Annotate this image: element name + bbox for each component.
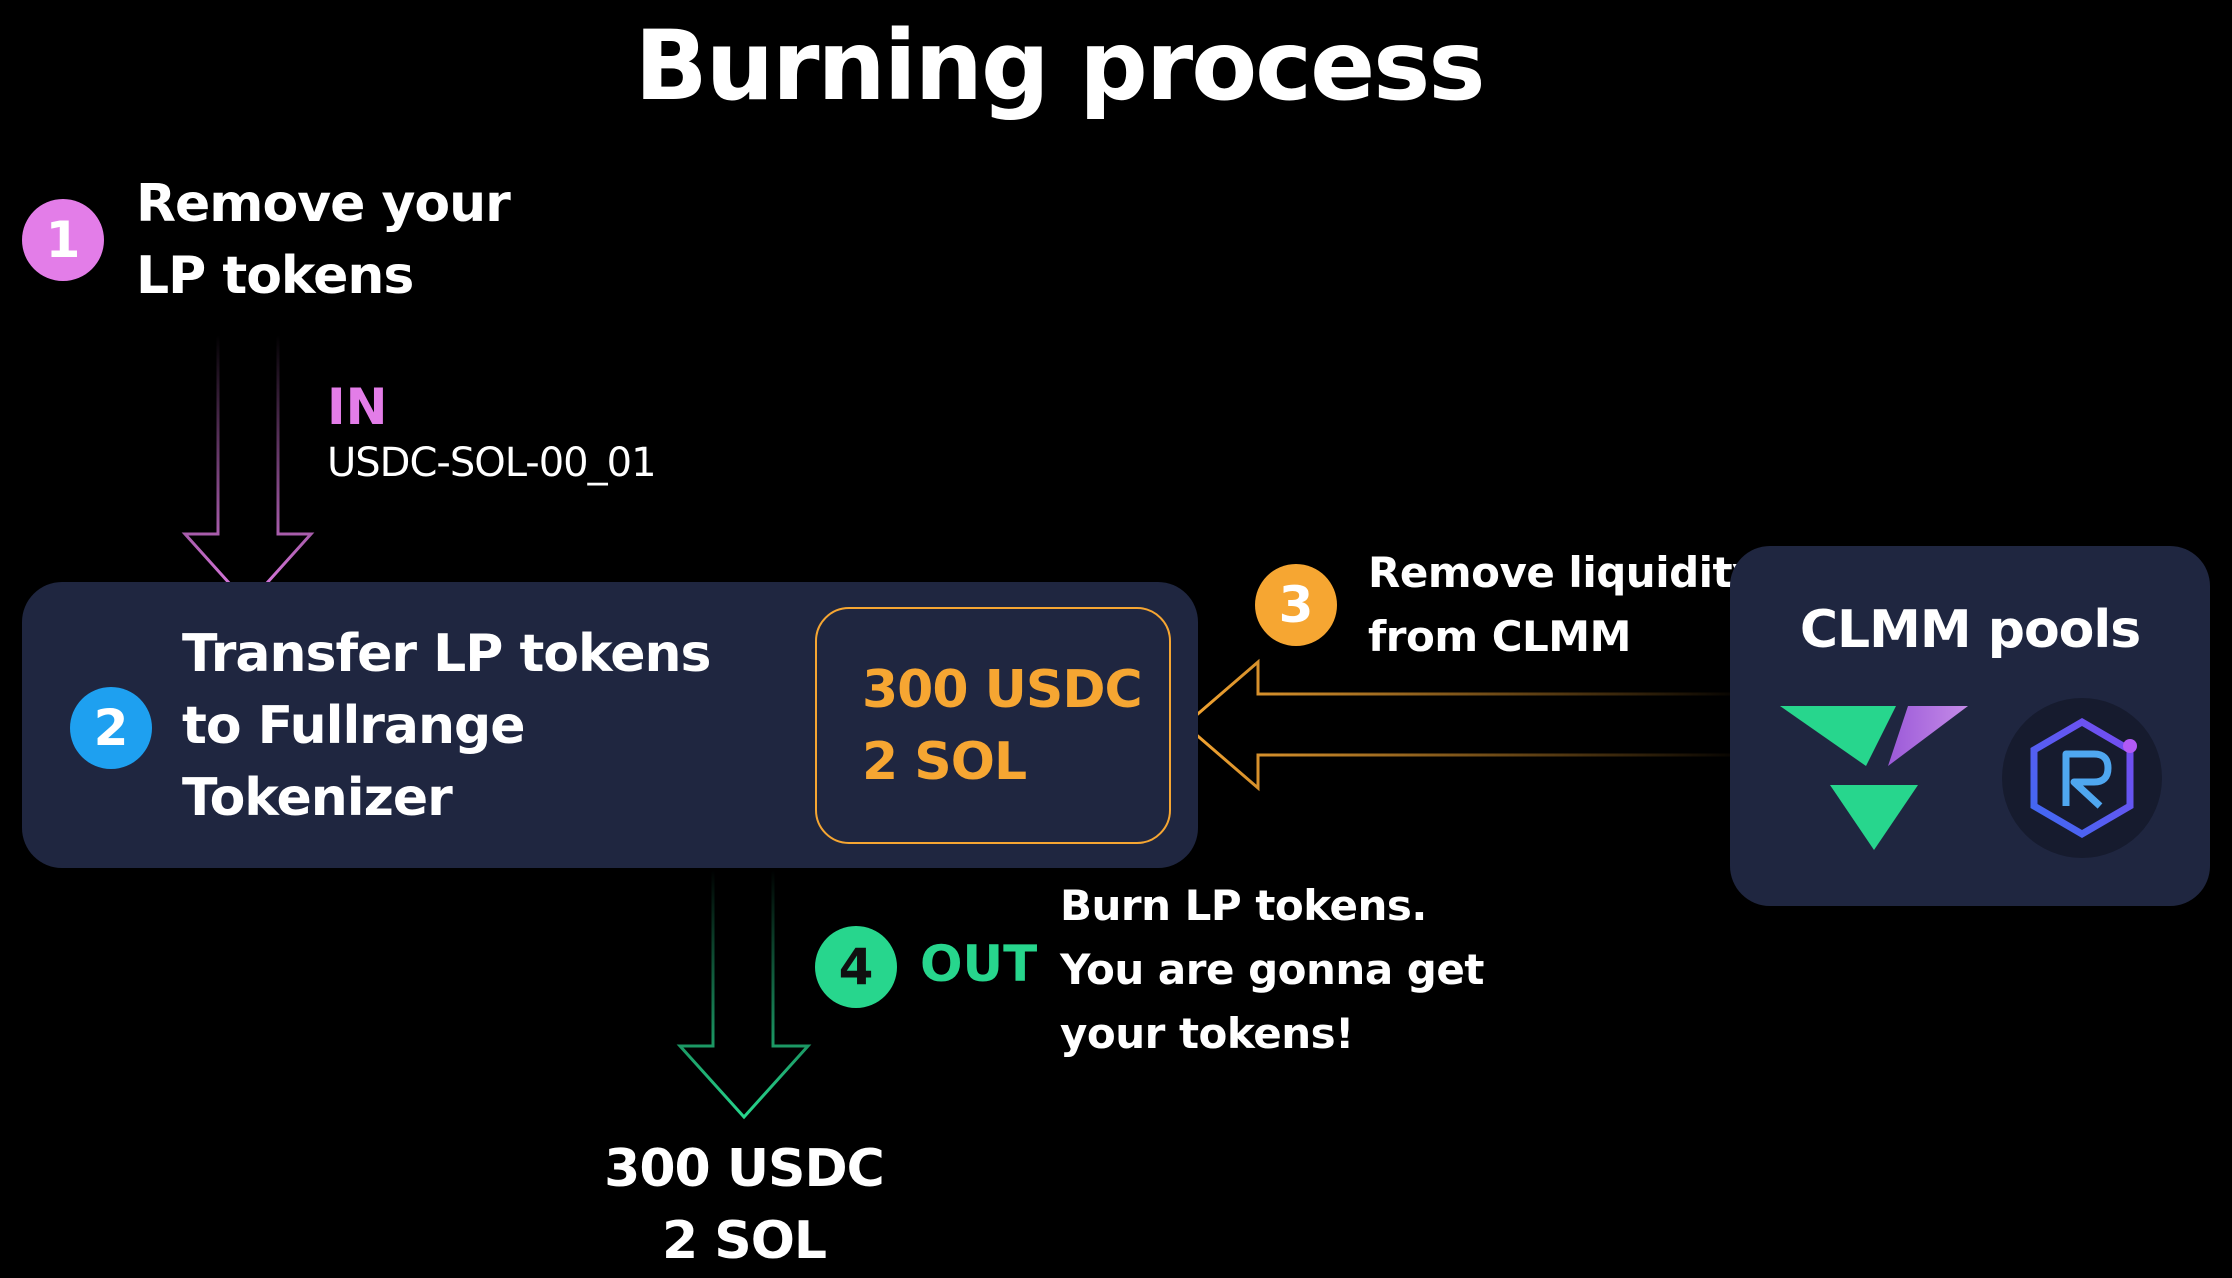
step-4-label-line1: Burn LP tokens.: [1060, 881, 1427, 930]
tokenizer-amount-box: [815, 607, 1171, 844]
output-amount-sol: 2 SOL: [661, 1211, 827, 1271]
in-tag: IN: [327, 378, 388, 436]
output-amount-usdc: 300 USDC: [604, 1139, 885, 1199]
out-arrow: [676, 870, 812, 1120]
step-2-label-line1: Transfer LP tokens: [182, 624, 711, 684]
step-4-badge: 4: [815, 926, 897, 1008]
step-2-badge: 2: [70, 687, 152, 769]
step-3-label-line1: Remove liquidity: [1368, 548, 1760, 597]
tokenizer-amount-usdc: 300 USDC: [862, 660, 1143, 720]
step-1-label-line2: LP tokens: [136, 246, 414, 306]
step-1-label-line1: Remove your: [136, 174, 511, 234]
tokenizer-amounts: 300 USDC 2 SOL: [862, 654, 1143, 798]
raydium-r-logo: [2002, 698, 2162, 858]
in-token-name: USDC-SOL-00_01: [327, 440, 657, 486]
step-1-label: Remove your LP tokens: [136, 168, 511, 312]
clmm-pools-title: CLMM pools: [1799, 600, 2141, 660]
step-1-badge: 1: [22, 199, 104, 281]
step-2-label: Transfer LP tokens to Fullrange Tokenize…: [182, 618, 711, 834]
out-tag: OUT: [920, 935, 1038, 993]
step-4-label: Burn LP tokens. You are gonna get your t…: [1060, 874, 1484, 1066]
step-3-label: Remove liquidity from CLMM: [1368, 541, 1760, 669]
step-4-label-line3: your tokens!: [1060, 1009, 1354, 1058]
tokenizer-amount-sol: 2 SOL: [862, 732, 1027, 792]
orca-v-logo: [1780, 706, 1968, 850]
step-2-label-line2: to Fullrange: [182, 696, 526, 756]
step-4-label-line2: You are gonna get: [1060, 945, 1484, 994]
step-3-label-line2: from CLMM: [1368, 612, 1631, 661]
output-amounts: 300 USDC 2 SOL: [560, 1133, 928, 1277]
step-3-badge: 3: [1255, 564, 1337, 646]
page-title: Burning process: [634, 10, 1486, 122]
step-2-label-line3: Tokenizer: [182, 768, 453, 828]
